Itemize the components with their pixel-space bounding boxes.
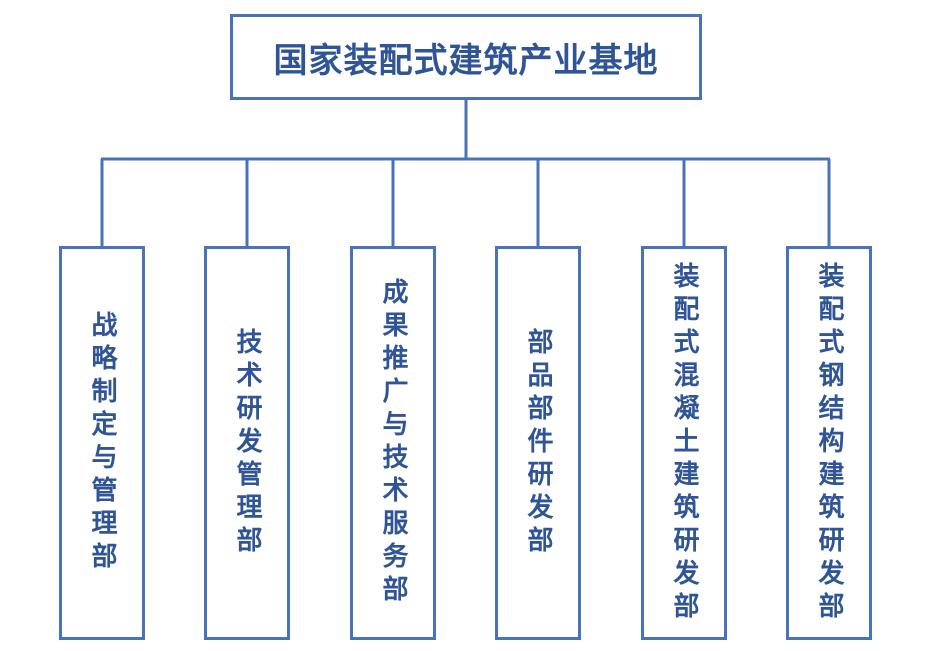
dept-node-prefab-steel-rd: 装配式钢结构建筑研发部 xyxy=(786,246,872,640)
dept-node-promotion-tech-service: 成果推广与技术服务部 xyxy=(350,246,436,640)
dept-node-label: 成果推广与技术服务部 xyxy=(378,278,408,608)
dept-node-prefab-concrete-rd: 装配式混凝土建筑研发部 xyxy=(641,246,727,640)
dept-node-tech-rd-management: 技术研发管理部 xyxy=(204,246,290,640)
dept-node-strategy-management: 战略制定与管理部 xyxy=(59,246,145,640)
dept-node-label: 战略制定与管理部 xyxy=(87,311,117,575)
dept-node-label: 部品部件研发部 xyxy=(523,327,553,559)
dept-node-components-rd: 部品部件研发部 xyxy=(495,246,581,640)
dept-node-label: 装配式混凝土建筑研发部 xyxy=(669,261,699,625)
root-node: 国家装配式建筑产业基地 xyxy=(230,14,702,100)
root-node-label: 国家装配式建筑产业基地 xyxy=(273,40,659,81)
dept-node-label: 技术研发管理部 xyxy=(232,327,262,559)
dept-node-label: 装配式钢结构建筑研发部 xyxy=(814,261,844,625)
